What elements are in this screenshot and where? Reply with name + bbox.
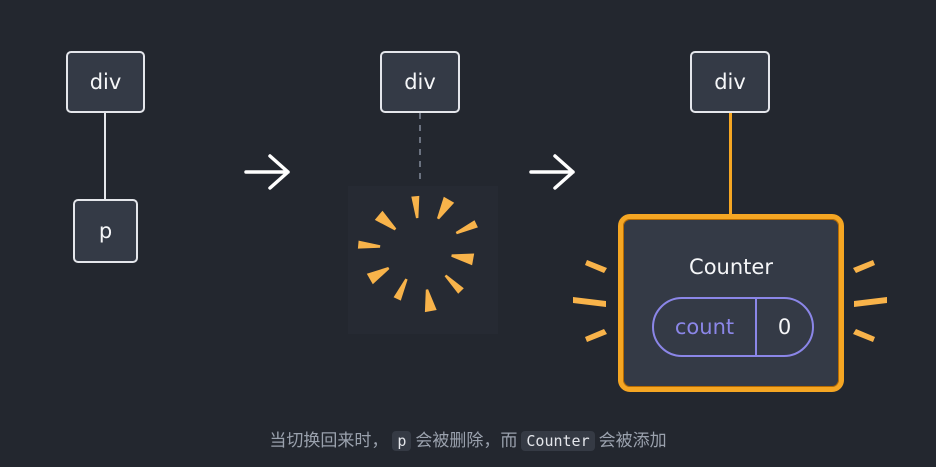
burst-ray — [424, 289, 437, 313]
counter-component-node: Counter count 0 — [618, 214, 844, 392]
tree-node-div-before: div — [66, 51, 145, 113]
burst-ray — [451, 253, 475, 266]
burst-ray — [437, 196, 455, 220]
burst-ray — [455, 220, 478, 235]
node-label: div — [89, 70, 122, 94]
state-name: count — [654, 299, 757, 355]
burst-ray — [393, 278, 408, 301]
caption-code: Counter — [521, 431, 595, 451]
tree-edge-dashed-removed — [419, 113, 421, 185]
tree-node-div-middle: div — [380, 51, 460, 113]
right-arrow-icon — [529, 154, 575, 190]
component-label: Counter — [689, 255, 773, 279]
burst-ray — [366, 267, 390, 285]
caption-text: 当切换回来时， — [269, 431, 389, 451]
caption-code: p — [392, 431, 412, 451]
burst-ray — [357, 240, 381, 249]
state-value: 0 — [777, 315, 792, 339]
state-pill: count 0 — [652, 297, 814, 357]
removal-burst-icon — [348, 186, 498, 334]
node-label: div — [714, 70, 746, 94]
tree-edge-div-p — [104, 113, 106, 199]
tree-node-p: p — [73, 199, 138, 263]
burst-ray — [374, 210, 397, 231]
caption-text: 会被删除，而 — [415, 431, 518, 451]
caption-text: 会被添加 — [598, 431, 667, 451]
burst-ray — [444, 274, 464, 294]
added-sparkle-icon — [573, 260, 887, 342]
node-label: p — [98, 219, 113, 243]
tree-edge-div-counter — [729, 113, 732, 217]
burst-ray — [411, 195, 420, 219]
tree-node-div-after: div — [690, 51, 770, 113]
node-label: div — [404, 70, 436, 94]
right-arrow-icon — [244, 154, 290, 190]
